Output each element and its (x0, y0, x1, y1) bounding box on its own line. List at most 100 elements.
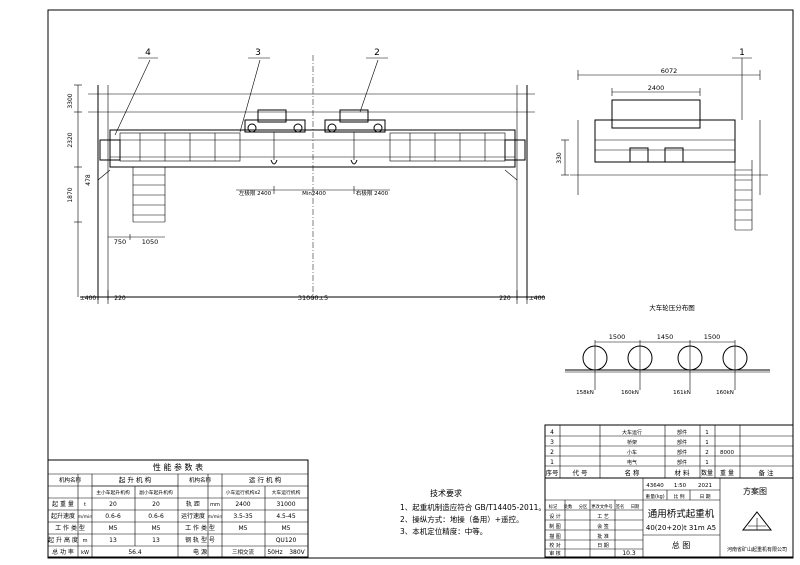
change-h-sign: 签名 (616, 503, 625, 510)
drawing-frame (47, 9, 794, 559)
title-block-grid (544, 424, 794, 558)
parts-header-no: 序号 (546, 468, 560, 477)
company-logo-icon (741, 511, 773, 531)
perf-row1-v4: 31000 (276, 501, 295, 508)
drawing-scale: 1:50 (674, 483, 687, 489)
role-review: 审 核 (549, 550, 561, 557)
perf-row1-name2: 轨 距 (186, 500, 200, 508)
scale-label: 比 例 (673, 493, 684, 500)
tech-requirement-2: 2、操纵方式：地操（备用）+遥控。 (400, 515, 524, 524)
perf-last-value: 56.4 (128, 549, 142, 556)
part-material-2: 部件 (677, 449, 687, 456)
tech-requirements-list: 1、起重机制造应符合 GB/T14405-2011。 2、操纵方式：地操（备用）… (400, 502, 546, 538)
perf-row2-v3: 3.5-35 (233, 513, 253, 520)
perf-row4-name2: 钢 轨 型 号 (185, 536, 215, 544)
perf-row2-unit: m/min (78, 514, 93, 520)
part-name-2: 小车 (627, 449, 637, 456)
wheel-spacing-1: 1500 (609, 333, 626, 341)
perf-row1-v2: 20 (152, 501, 160, 508)
role-check: 校 对 (549, 542, 561, 549)
dim-height-4: 478 (85, 174, 92, 186)
callout-3: 3 (255, 48, 261, 58)
change-h-mark: 标记 (549, 503, 558, 510)
process-date: 日 期 (597, 543, 609, 549)
perf-row2-name2: 运行速度 (181, 512, 205, 520)
change-h-zone: 分区 (579, 503, 588, 510)
wheel-load-2: 160kN (621, 390, 639, 396)
side-view (561, 70, 768, 231)
bridge-girder (109, 129, 516, 168)
callout-4: 4 (145, 48, 151, 58)
perf-row1-v3: 2400 (235, 501, 250, 508)
hook-limit-left: 左极限 2400 (239, 189, 272, 197)
perf-sub-4: 大车运行机构 (272, 489, 301, 496)
part-qty-4: 1 (705, 430, 709, 436)
drawing-name: 通用桥式起重机 (648, 508, 715, 520)
ladder-left (132, 167, 166, 223)
ground-right: ±400 (529, 295, 546, 302)
perf-row4-v1: 13 (109, 537, 117, 544)
perf-row2-v1: 0.6-6 (105, 513, 121, 520)
trolley-left (244, 109, 306, 133)
part-qty-3: 1 (705, 440, 709, 446)
company-name: 河南省矿山起重机有限公司 (727, 546, 787, 553)
parts-header-name: 名 称 (624, 468, 640, 477)
part-no-2: 2 (550, 449, 554, 456)
hook-limit-min: Min2400 (302, 191, 326, 197)
parts-header-remark: 备 注 (758, 468, 774, 477)
part-qty-2: 2 (705, 450, 709, 456)
part-name-3: 桥架 (627, 439, 637, 446)
perf-last-v3: 三相交流 (232, 548, 255, 556)
part-name-1: 电气 (627, 459, 637, 466)
part-qty-1: 1 (705, 460, 709, 466)
part-weight-2: 8000 (720, 450, 734, 456)
perf-row4-v4: QU120 (276, 537, 297, 544)
wheel-load-4: 160kN (716, 390, 734, 396)
perf-row2-name: 起升速度 (51, 512, 75, 520)
parts-header-code: 代 号 (572, 468, 588, 477)
perf-last-unit: kW (81, 550, 89, 556)
wheel-spacing-3: 1500 (704, 333, 721, 341)
total-weight: 43640 (646, 483, 664, 489)
side-width-total: 6072 (661, 67, 678, 75)
process-craft: 工 艺 (597, 514, 609, 520)
callout-1: 1 (739, 48, 745, 58)
perf-last-name: 总 功 率 (52, 548, 74, 556)
perf-group-2: 运 行 机 构 (249, 475, 282, 484)
wheel-load-title: 大车轮压分布图 (649, 303, 695, 312)
front-elevation (74, 55, 752, 304)
stage-label: 方案图 (743, 486, 767, 496)
dim-height-3: 1870 (67, 187, 74, 202)
perf-row4-name: 起 升 高 度 (48, 536, 78, 544)
weight-label: 重量(kg) (645, 493, 664, 500)
perf-sub-1: 主小车起升机构 (96, 489, 130, 496)
ground-span: 31000±5 (298, 294, 328, 302)
side-height: 330 (556, 152, 563, 164)
page-number: 10.3 (622, 550, 636, 557)
perf-row1-v1: 20 (109, 501, 117, 508)
drawing-model: 40(20+20)t 31m A5 (646, 524, 716, 532)
sheet-name: 总 图 (672, 540, 691, 550)
tech-requirement-3: 3、本机定位精度：中等。 (400, 527, 488, 536)
tech-requirement-1: 1、起重机制造应符合 GB/T14405-2011。 (400, 503, 546, 512)
perf-row2-v4: 4.5-45 (276, 513, 296, 520)
part-no-3: 3 (550, 439, 554, 446)
perf-row3-v3: M5 (239, 525, 248, 532)
perf-row1-unit: t (84, 502, 86, 508)
perf-row2-v2: 0.6-6 (148, 513, 164, 520)
parts-header-qty: 数量 (701, 469, 713, 477)
ground-left-offset: 220 (114, 295, 126, 302)
tech-requirements-title: 技术要求 (430, 489, 462, 498)
change-h-date: 日期 (631, 504, 640, 510)
perf-row1-unit2: mm (210, 502, 220, 508)
ground-right-offset: 220 (499, 295, 511, 302)
dim-height-1: 3300 (67, 93, 74, 108)
role-trace: 描 图 (549, 533, 561, 540)
perf-sub-2: 副小车起升机构 (139, 489, 173, 496)
trolley-right (324, 109, 386, 133)
perf-sub-3: 小车运行机构x2 (226, 489, 261, 496)
perf-last-v4a: 50Hz (267, 549, 282, 556)
side-width-track: 2400 (648, 84, 665, 92)
perf-row3-name: 工 作 类 型 (55, 524, 85, 532)
change-h-file: 更改文件号 (591, 503, 612, 510)
